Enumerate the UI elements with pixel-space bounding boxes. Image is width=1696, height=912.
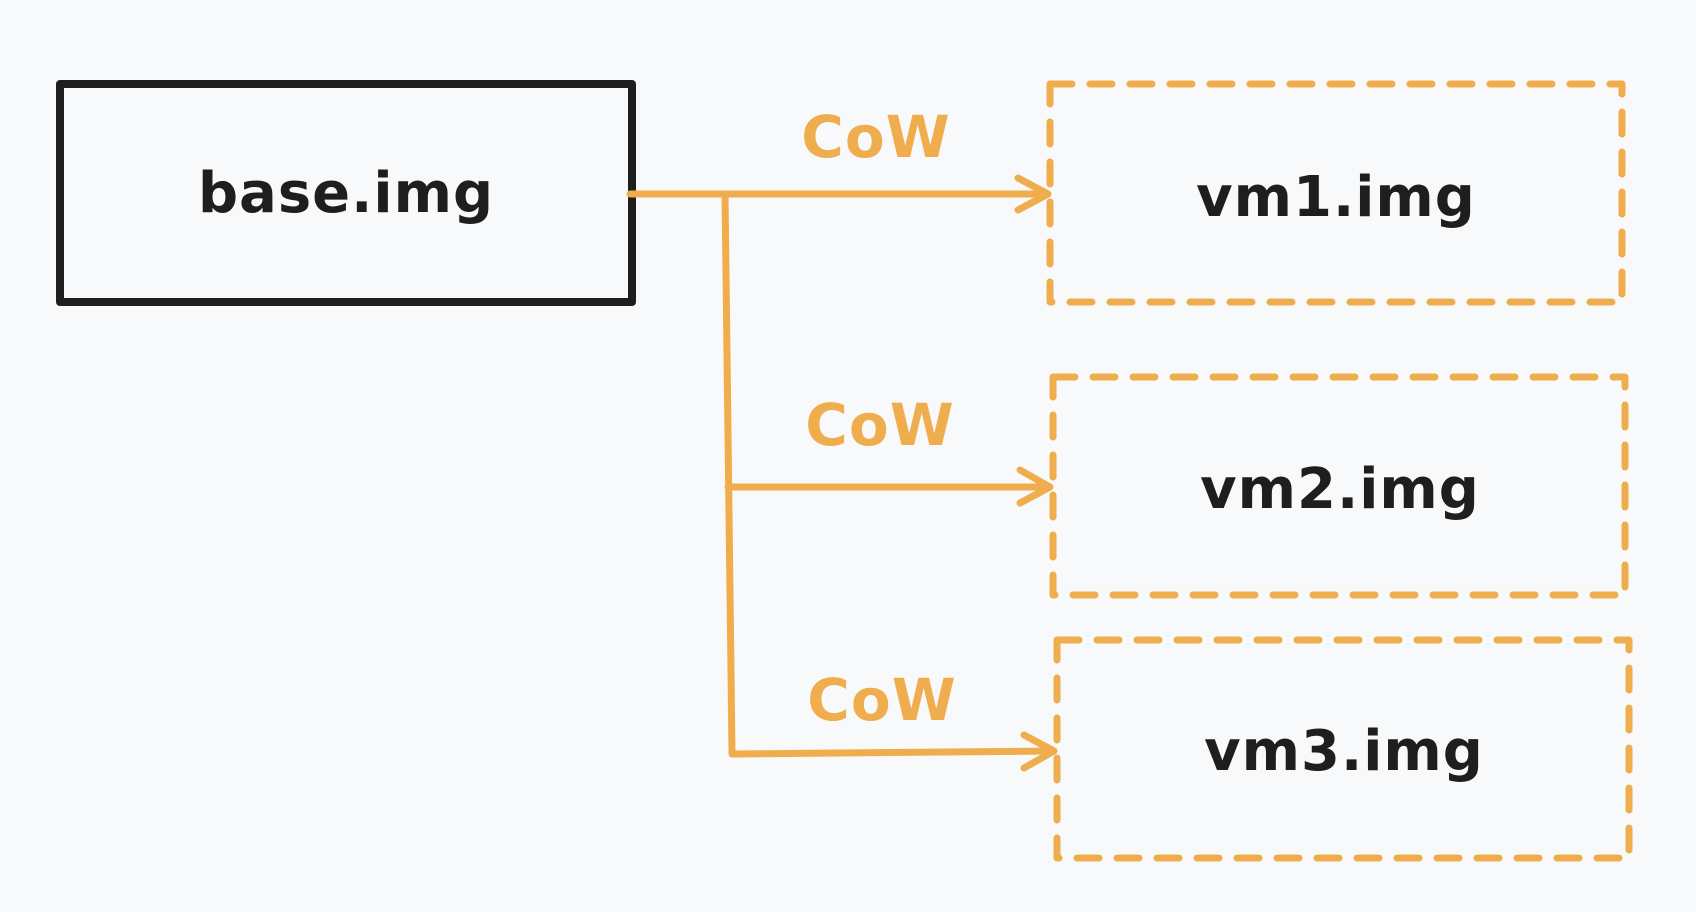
edge-label-vm2: CoW [805,391,954,459]
arrowhead-vm3 [1020,731,1058,772]
connector-trunk [721,190,736,756]
source-node: base.img [56,80,636,306]
connectors [626,174,1058,772]
target-box [1053,636,1633,862]
target-label: vm3.img [1204,719,1484,784]
edge-label-vm1: CoW [801,103,950,171]
source-label: base.img [198,161,494,226]
connector-vm3 [728,747,1056,758]
target-label: vm2.img [1200,457,1480,522]
target-node-vm2: vm2.img [1049,373,1629,599]
edge-label-vm3: CoW [807,666,956,734]
arrowhead-vm1 [1014,174,1052,214]
edge-labels: CoW CoW CoW [801,103,956,734]
target-node-vm3: vm3.img [1053,636,1633,862]
target-box [1049,373,1629,599]
arrowhead-vm2 [1016,466,1054,507]
target-box [1046,80,1626,306]
target-label: vm1.img [1196,165,1476,230]
target-node-vm1: vm1.img [1046,80,1626,306]
